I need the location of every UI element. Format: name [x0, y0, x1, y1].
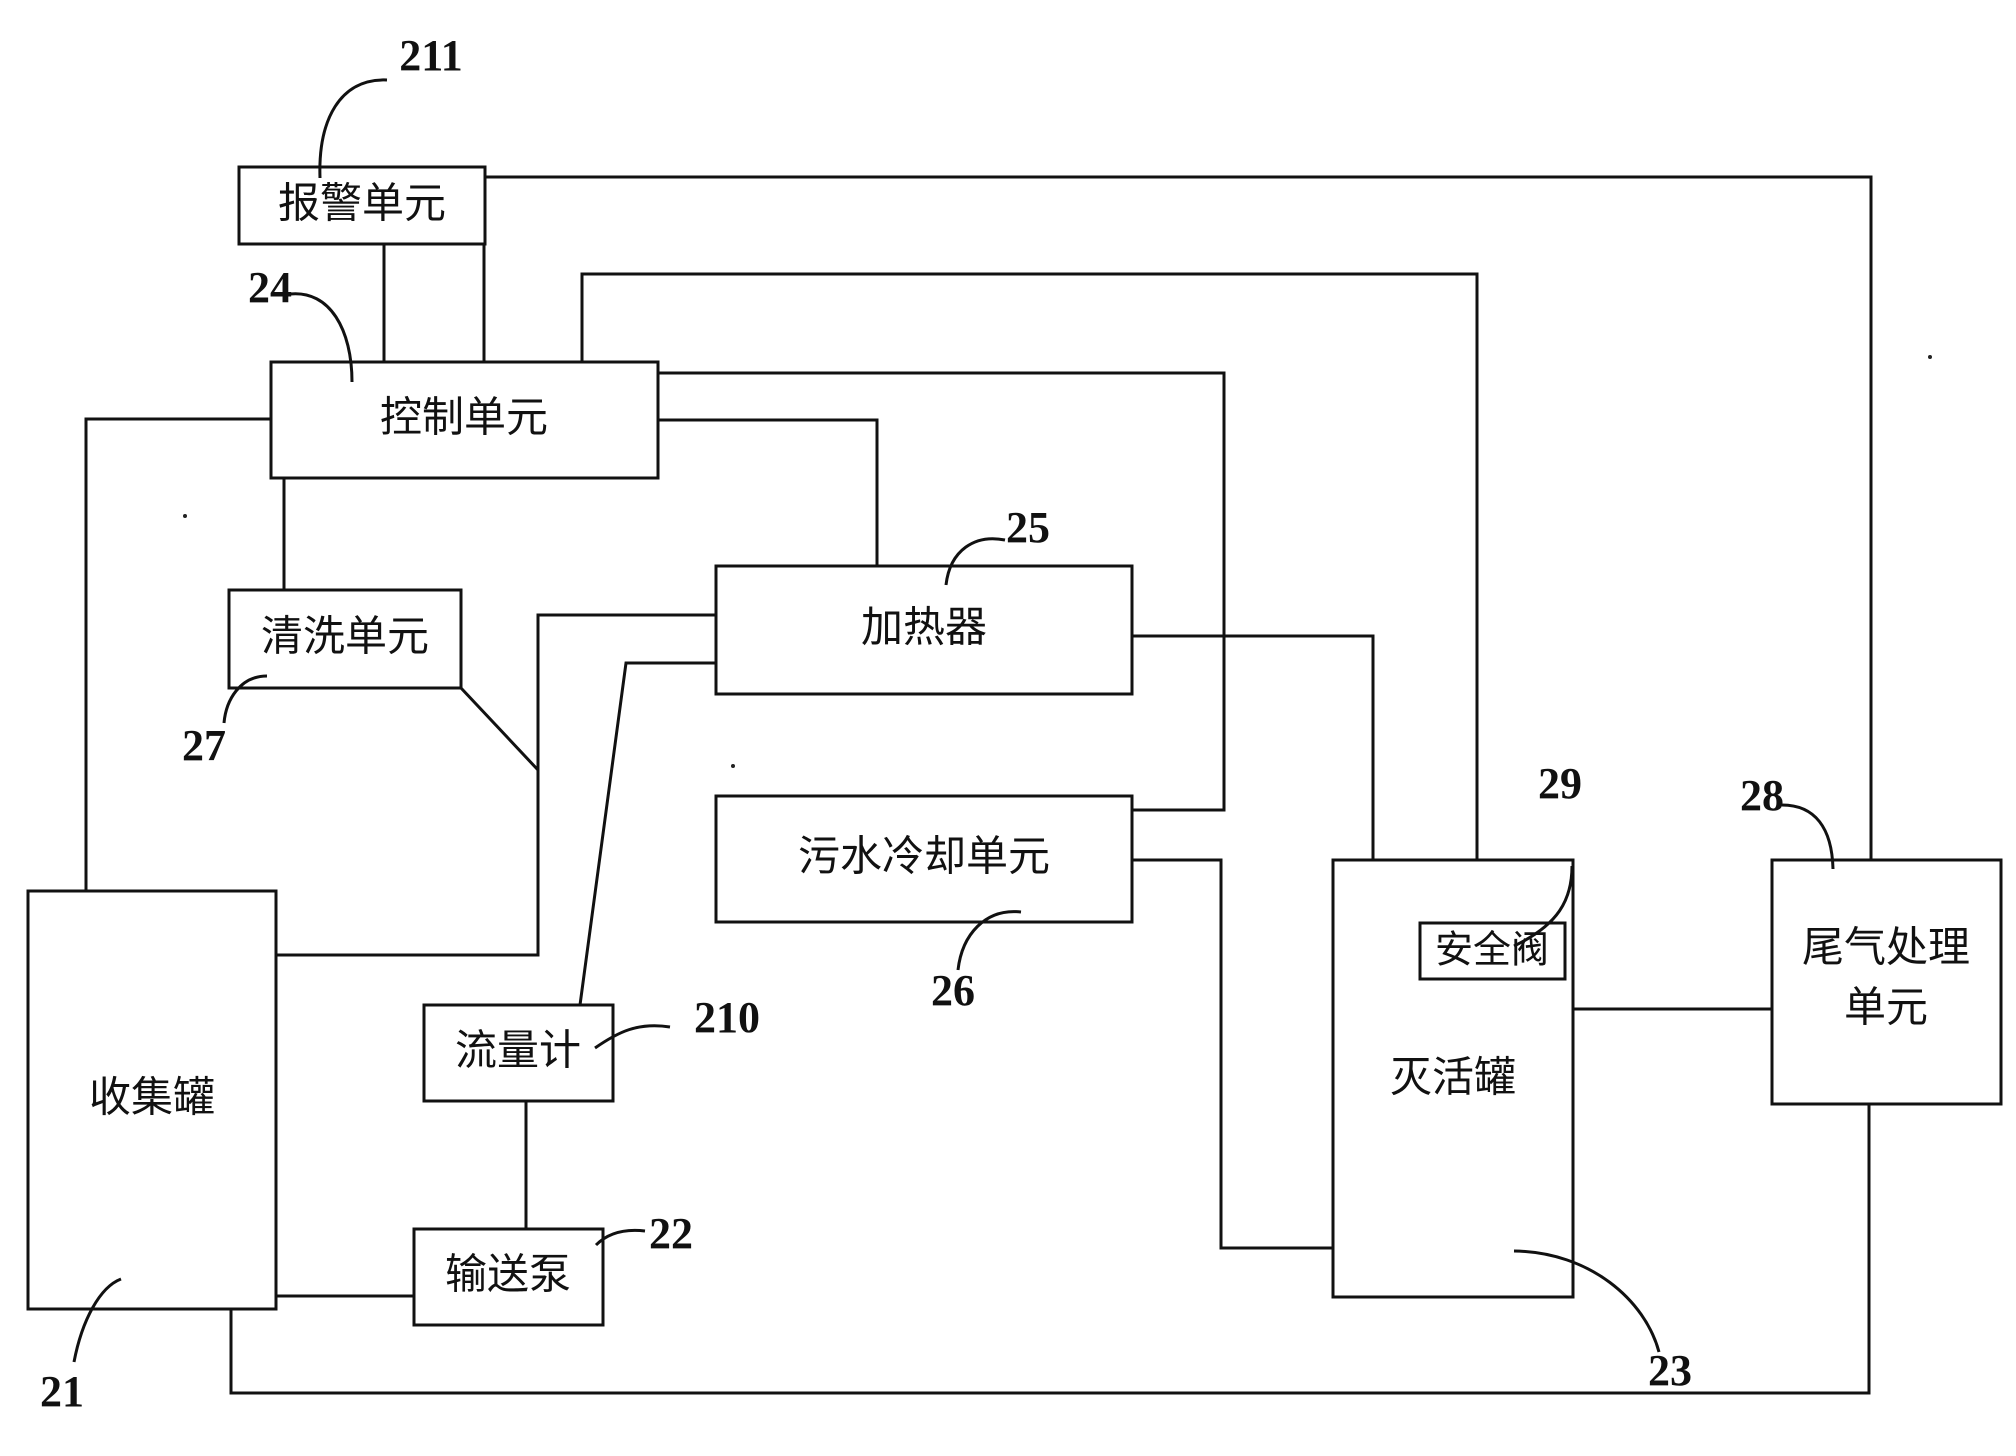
sewage-cooling-unit-label: 污水冷却单元 — [798, 832, 1050, 881]
heater: 加热器 — [714, 564, 1134, 696]
wire-heater-flowmeter — [578, 661, 716, 1006]
collection-tank-label: 收集罐 — [89, 1073, 215, 1122]
delivery-pump: 输送泵 — [412, 1227, 605, 1327]
safety-valve-label: 安全阀 — [1435, 928, 1549, 972]
ref-26: 26 — [931, 966, 975, 1015]
heater-label: 加热器 — [861, 603, 987, 652]
leader-22 — [594, 1228, 646, 1247]
leader-25 — [944, 537, 1006, 586]
exhaust-treatment-unit-label-line2: 单元 — [1844, 983, 1928, 1032]
leader-210 — [594, 1024, 671, 1050]
alarm-unit-label: 报警单元 — [278, 179, 446, 228]
wire-heater-inactivation — [1132, 634, 1375, 860]
control-unit: 控制单元 — [269, 360, 660, 480]
leader-27 — [222, 674, 268, 724]
cleaning-unit: 清洗单元 — [227, 588, 463, 690]
leader-211 — [318, 78, 388, 179]
cleaning-unit-label: 清洗单元 — [261, 612, 429, 661]
ref-29: 29 — [1538, 759, 1582, 808]
collection-tank: 收集罐 — [26, 889, 278, 1311]
leader-26 — [956, 910, 1022, 971]
flowmeter: 流量计 — [422, 1003, 615, 1103]
exhaust-treatment-unit-label-line1: 尾气处理 — [1802, 923, 1970, 972]
reference-numerals: 211 24 25 27 26 29 28 210 22 21 23 — [40, 31, 1835, 1416]
inactivation-tank-label: 灭活罐 — [1390, 1053, 1516, 1102]
scan-speck — [183, 514, 187, 518]
ref-211: 211 — [399, 31, 463, 80]
ref-22: 22 — [649, 1209, 693, 1258]
safety-valve: 安全阀 — [1418, 921, 1567, 981]
wire-control-heater — [658, 418, 879, 566]
ref-210: 210 — [694, 993, 760, 1042]
wire-control-collection — [84, 417, 271, 891]
connection-lines — [84, 175, 1873, 1395]
ref-28: 28 — [1740, 771, 1784, 820]
delivery-pump-label: 输送泵 — [445, 1250, 571, 1299]
scan-speck — [1928, 355, 1932, 359]
wire-heater-collection — [276, 613, 716, 957]
leader-29 — [1513, 865, 1574, 948]
ref-21: 21 — [40, 1367, 84, 1416]
wire-collection-exhaust-bottom — [229, 1104, 1871, 1395]
ref-24: 24 — [248, 263, 292, 312]
sewage-cooling-unit: 污水冷却单元 — [714, 794, 1134, 924]
wire-cleaning-junction — [459, 686, 540, 772]
scan-speck — [731, 764, 735, 768]
wire-control-exhaust-top — [482, 175, 1873, 860]
leader-28 — [1781, 803, 1835, 870]
flowmeter-label: 流量计 — [455, 1026, 581, 1075]
alarm-unit: 报警单元 — [237, 165, 487, 246]
wire-cooling-inactivation — [1132, 858, 1333, 1250]
leader-23 — [1513, 1249, 1661, 1353]
wire-control-safety-valve — [580, 272, 1479, 860]
exhaust-treatment-unit: 尾气处理 单元 — [1770, 858, 2003, 1106]
leader-21 — [72, 1277, 122, 1363]
ref-23: 23 — [1648, 1346, 1692, 1395]
wire-control-cooling — [658, 371, 1226, 812]
leader-24 — [289, 292, 354, 383]
ref-25: 25 — [1006, 503, 1050, 552]
ref-27: 27 — [182, 721, 226, 770]
control-unit-label: 控制单元 — [380, 393, 548, 442]
